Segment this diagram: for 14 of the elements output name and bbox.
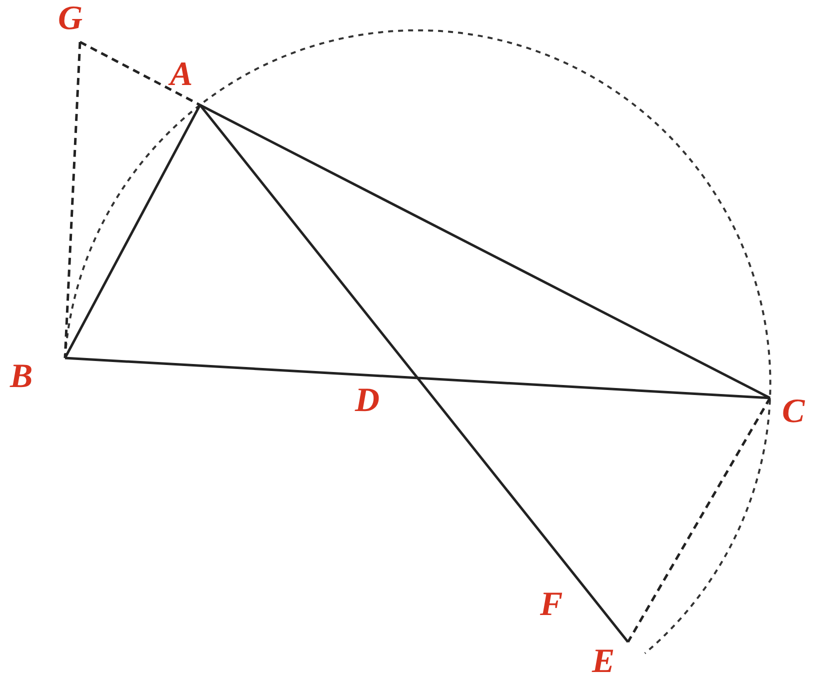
line-segment xyxy=(199,104,771,400)
line-segment xyxy=(79,40,201,106)
line-segment xyxy=(64,42,82,358)
point-label: D xyxy=(355,384,380,418)
point-label: B xyxy=(10,360,33,394)
point-label: C xyxy=(782,395,805,429)
line-segment xyxy=(64,104,202,359)
point-label: G xyxy=(58,2,83,36)
line-segment xyxy=(64,356,770,400)
line-segment xyxy=(199,104,629,643)
line-segment xyxy=(626,397,772,643)
point-label: A xyxy=(170,58,193,92)
point-label: F xyxy=(540,588,563,622)
point-label: E xyxy=(592,645,615,679)
